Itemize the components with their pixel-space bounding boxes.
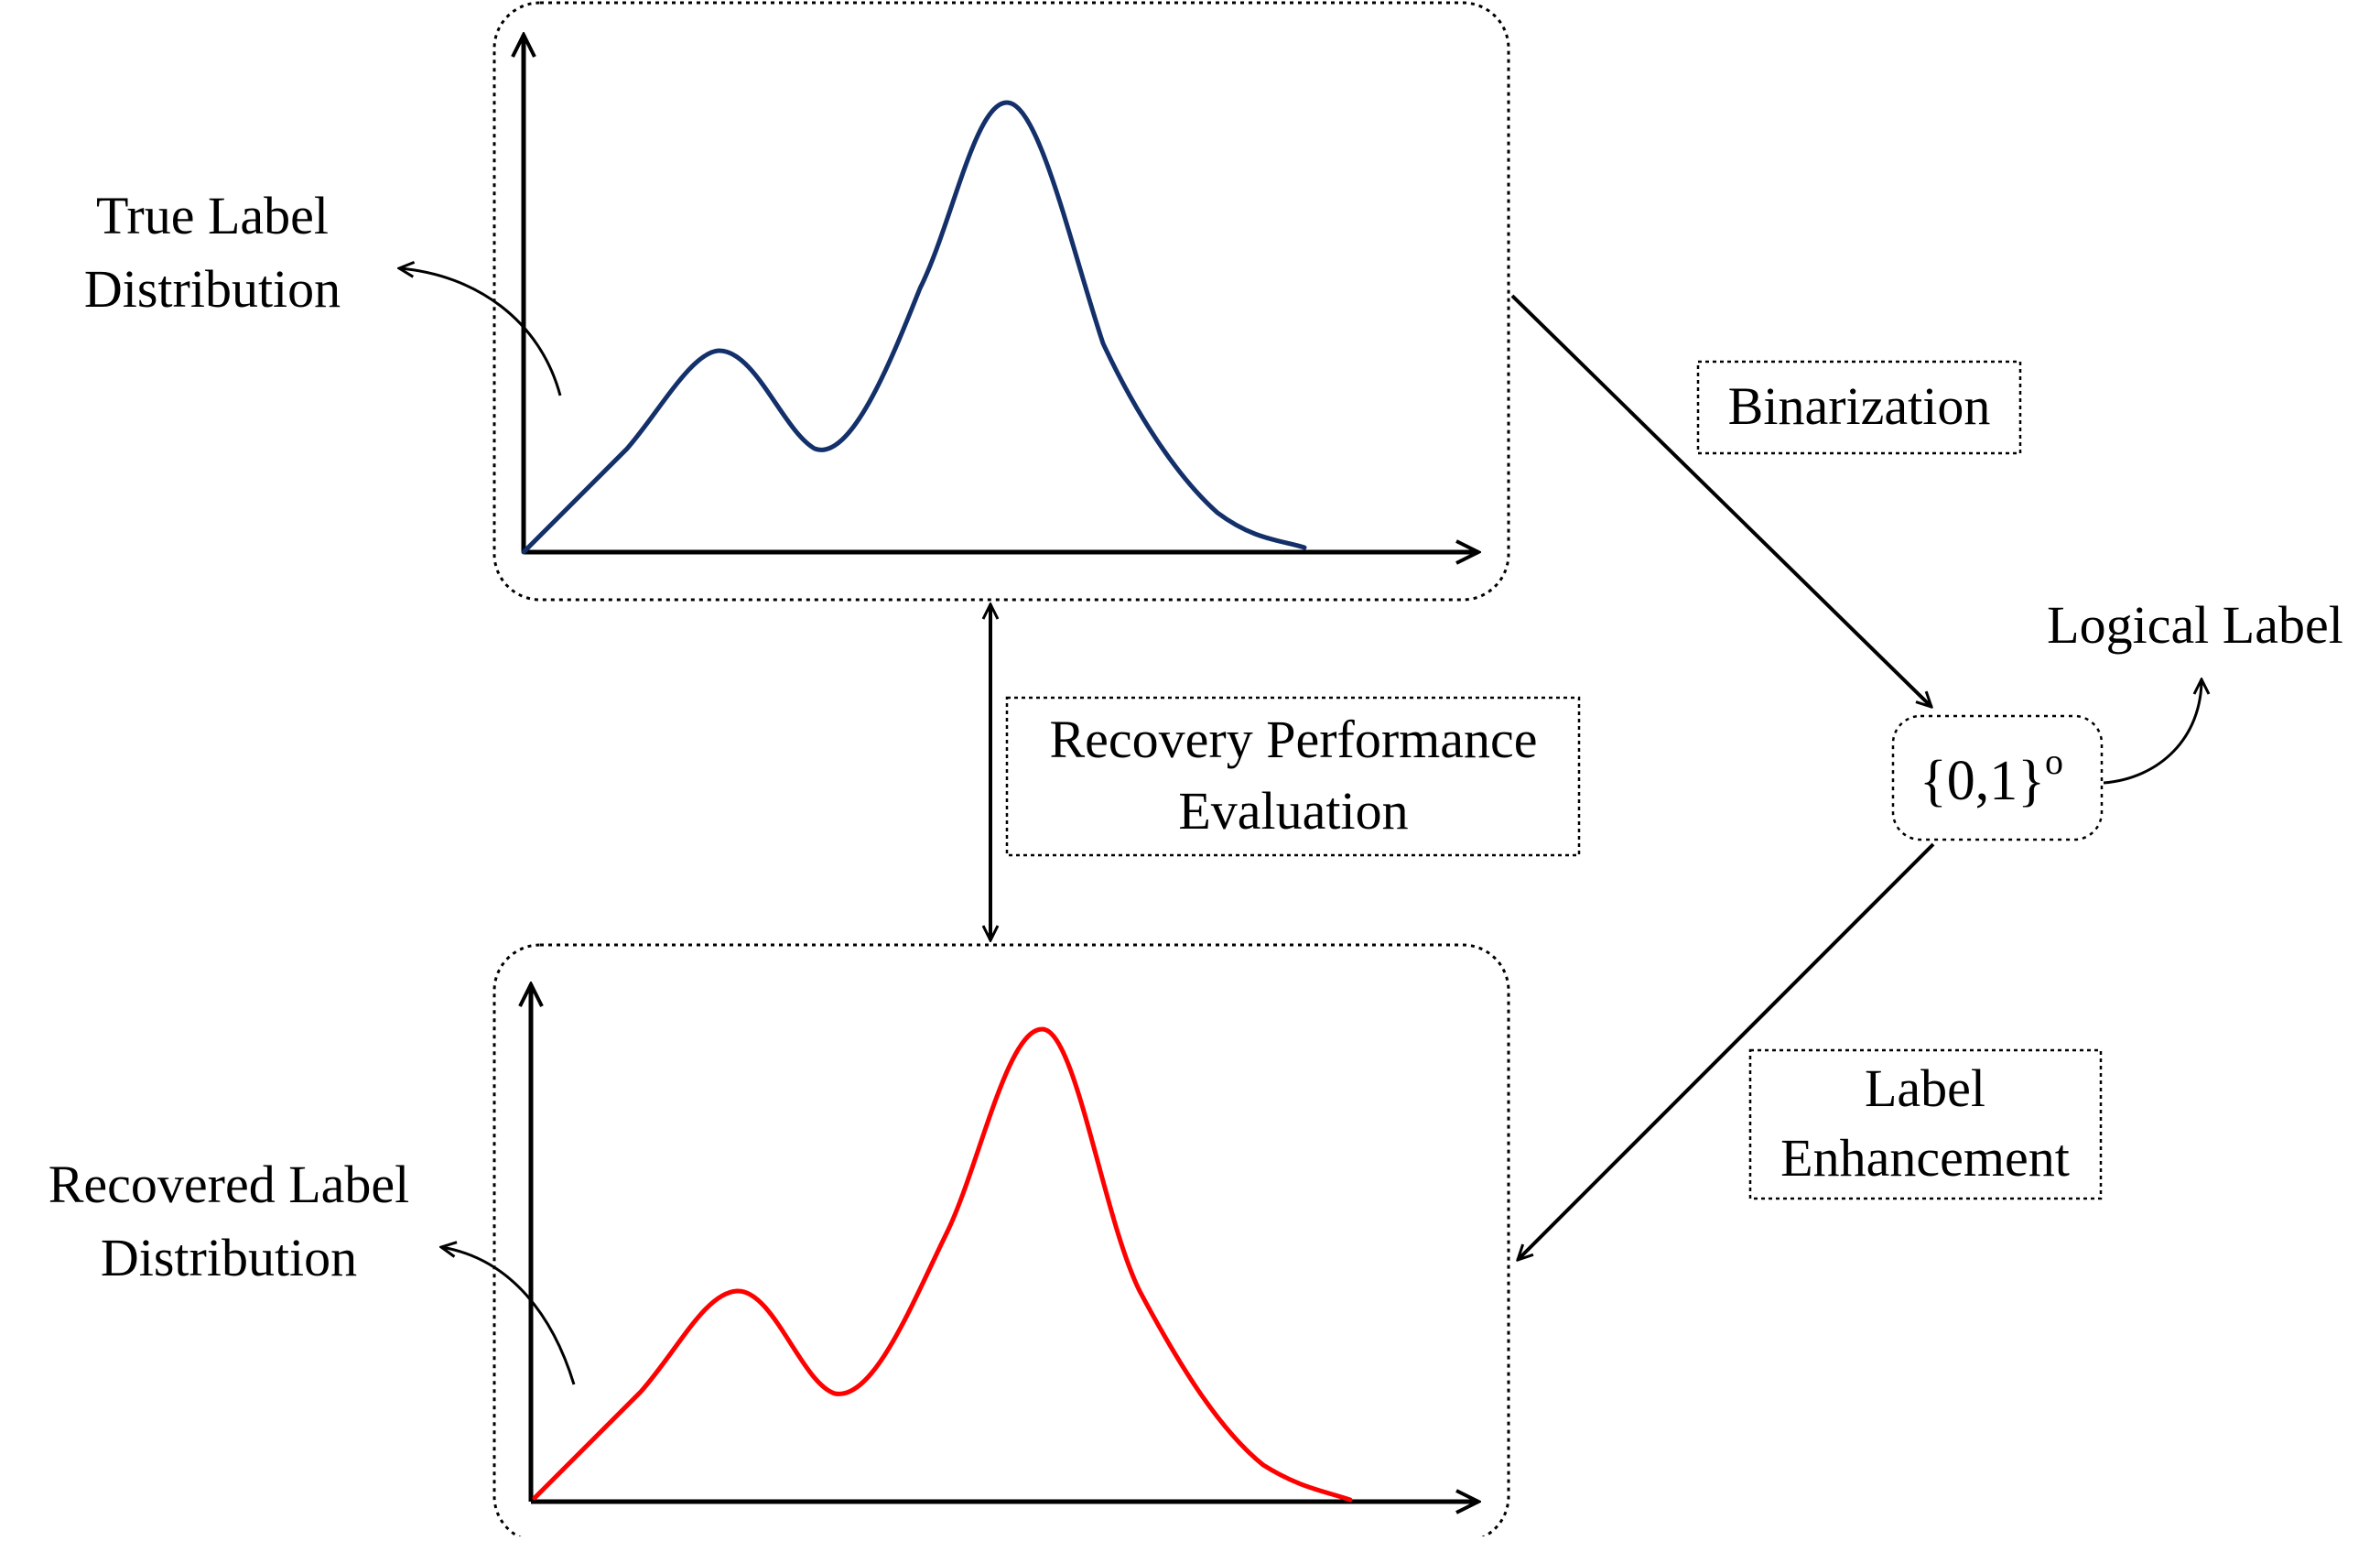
true-panel-frame (492, 1, 1510, 602)
logical-set-superscript: o (2045, 741, 2063, 782)
logical-label-node: {0,1}o Logical Label (1891, 595, 2343, 841)
true-label-text-line1: True Label (96, 186, 329, 245)
recovered-distribution-panel (492, 943, 1510, 1541)
evaluation-link: Recovery Performance Evaluation (990, 604, 1581, 940)
binarization-link: Binarization (1510, 294, 2022, 707)
recovered-label-pointer-arrow (441, 1247, 576, 1385)
recovered-distribution-curve (532, 1026, 1353, 1503)
true-label-text-line2: Distribution (84, 259, 341, 319)
enhancement-label-box (1748, 1048, 2103, 1200)
logical-label-box (1891, 714, 2104, 841)
evaluation-label-line2: Evaluation (1178, 781, 1408, 841)
true-label-pointer-arrow (399, 268, 562, 396)
logical-set-text: {0,1}o (1920, 741, 2063, 812)
evaluation-label-box (1005, 696, 1581, 857)
binarization-label: Binarization (1728, 376, 1991, 436)
logical-set-value: {0,1} (1920, 750, 2045, 812)
logical-label-caption: Logical Label (2047, 595, 2343, 655)
true-label-annotation: True Label Distribution (84, 186, 562, 396)
binarization-label-box (1696, 360, 2022, 455)
true-distribution-panel (492, 1, 1510, 602)
enhancement-label-line2: Enhancement (1780, 1128, 2070, 1188)
logical-label-pointer-arrow (2103, 679, 2202, 785)
enhancement-label-line1: Label (1865, 1058, 1985, 1118)
binarization-arrow (1510, 294, 1931, 707)
evaluation-label-line1: Recovery Performance (1049, 710, 1537, 769)
enhancement-link: Label Enhancement (1518, 842, 2103, 1260)
recovered-label-text-line1: Recovered Label (49, 1155, 410, 1214)
recovered-panel-frame (492, 943, 1510, 1541)
enhancement-arrow (1518, 842, 1935, 1260)
recovered-label-annotation: Recovered Label Distribution (49, 1155, 576, 1385)
true-distribution-curve (521, 100, 1307, 555)
recovered-label-text-line2: Distribution (101, 1228, 357, 1287)
